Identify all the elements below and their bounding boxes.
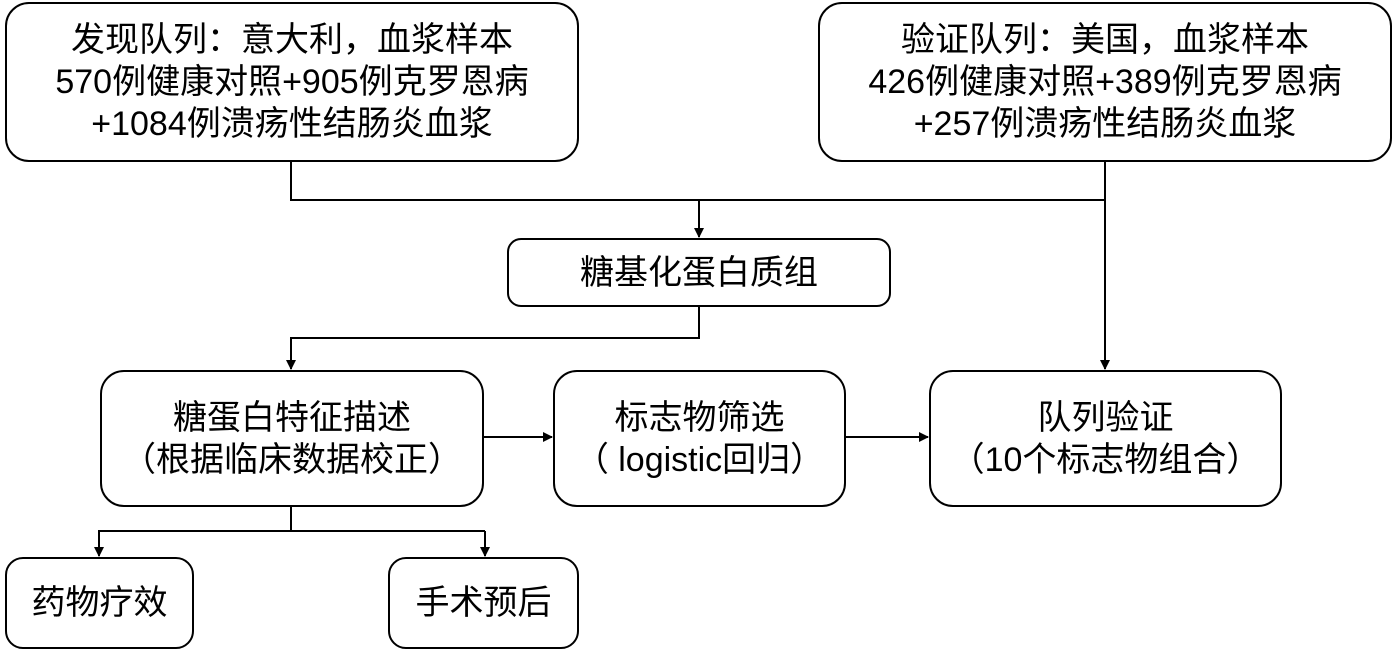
connector-discovery-merge xyxy=(290,162,1105,201)
surgery-prognosis-label: 手术预后 xyxy=(415,584,552,622)
drug-efficacy-box: 药物疗效 xyxy=(5,557,194,649)
glycoproteome-box: 糖基化蛋白质组 xyxy=(507,238,891,307)
validation-cohort-box: 验证队列：美国，血浆样本 426例健康对照+389例克罗恩病 +257例溃疡性结… xyxy=(818,2,1392,162)
discovery-line1: 发现队列：意大利，血浆样本 xyxy=(71,21,513,59)
glycoproteome-label: 糖基化蛋白质组 xyxy=(580,253,818,292)
characterization-line1: 糖蛋白特征描述 xyxy=(173,398,411,437)
surgery-prognosis-box: 手术预后 xyxy=(388,557,579,649)
discovery-cohort-box: 发现队列：意大利，血浆样本 570例健康对照+905例克罗恩病 +1084例溃疡… xyxy=(5,2,579,162)
drug-efficacy-label: 药物疗效 xyxy=(31,584,168,622)
discovery-line3: +1084例溃疡性结肠炎血浆 xyxy=(91,105,493,143)
validation-line2: 426例健康对照+389例克罗恩病 xyxy=(868,63,1342,101)
marker-screening-line2: （ logistic回归） xyxy=(574,440,825,479)
arrow-to-drug-efficacy xyxy=(94,530,485,557)
marker-screening-box: 标志物筛选 （ logistic回归） xyxy=(553,370,846,507)
cohort-validation-line2: （10个标志物组合） xyxy=(950,440,1261,479)
validation-line3: +257例溃疡性结肠炎血浆 xyxy=(913,105,1297,143)
characterization-line2: （根据临床数据校正） xyxy=(122,440,462,479)
marker-screening-line1: 标志物筛选 xyxy=(614,398,785,437)
cohort-validation-box: 队列验证 （10个标志物组合） xyxy=(929,370,1282,507)
cohort-validation-line1: 队列验证 xyxy=(1037,398,1174,437)
characterization-box: 糖蛋白特征描述 （根据临床数据校正） xyxy=(100,370,484,507)
discovery-line2: 570例健康对照+905例克罗恩病 xyxy=(55,63,529,101)
validation-line1: 验证队列：美国，血浆样本 xyxy=(901,21,1309,59)
arrow-glycoproteome-to-characterization xyxy=(286,306,700,370)
